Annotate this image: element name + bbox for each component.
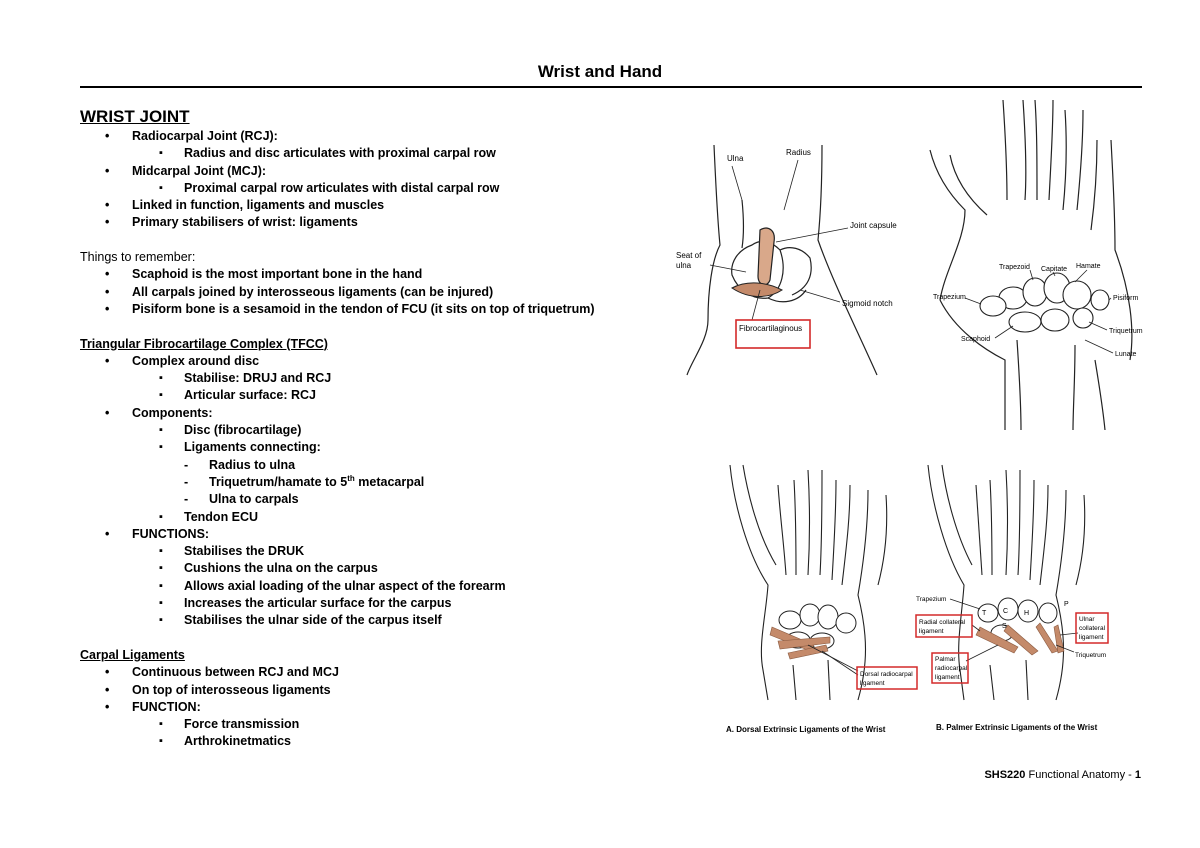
- wrist-joint-heading: WRIST JOINT: [80, 107, 190, 126]
- palmar-label: Palmar: [935, 656, 956, 663]
- list-item: Tendon ECU: [80, 509, 680, 527]
- capitate-label: Capitate: [1041, 266, 1067, 273]
- list-item: Midcarpal Joint (MCJ):: [80, 163, 680, 181]
- list-item: Cushions the ulna on the carpus: [80, 560, 680, 578]
- tfcc-illustration: Ulna Radius Joint capsule Seat of ulna S…: [676, 144, 897, 376]
- carpal-ligaments-heading: Carpal Ligaments: [80, 647, 185, 662]
- title-divider: [80, 86, 1142, 88]
- list-item: Ulna to carpals: [80, 491, 680, 509]
- list-item: Stabilises the ulnar side of the carpus …: [80, 612, 680, 630]
- list-item: Radiocarpal Joint (RCJ):: [80, 128, 680, 146]
- scaphoid-label: Scaphoid: [961, 336, 990, 343]
- dorsal-radiocarpal-label-2: ligament: [860, 680, 885, 687]
- triquetrum-label: Triquetrum: [1109, 328, 1143, 335]
- ulnar-ligament-label: ligament: [1079, 634, 1104, 641]
- extrinsic-ligaments-figure: Trapezium T C H S P Dorsal radiocarpal l…: [718, 455, 1128, 740]
- radial-collateral-label: Radial collateral: [919, 619, 966, 626]
- list-item: Stabilises the DRUK: [80, 543, 680, 561]
- fibrocartilaginous-label: Fibrocartilaginous: [739, 324, 802, 333]
- list-item: All carpals joined by interosseous ligam…: [80, 284, 680, 302]
- list-item: Pisiform bone is a sesamoid in the tendo…: [80, 301, 680, 319]
- notes-column: WRIST JOINT Radiocarpal Joint (RCJ): Rad…: [80, 106, 680, 751]
- bone-h-label: H: [1024, 610, 1029, 617]
- list-item: Increases the articular surface for the …: [80, 595, 680, 613]
- things-to-remember-heading: Things to remember:: [80, 250, 196, 265]
- hamate-label: Hamate: [1076, 263, 1101, 270]
- list-item: Proximal carpal row articulates with dis…: [80, 180, 680, 198]
- radius-label: Radius: [786, 148, 811, 157]
- carpal-bones-illustration: Trapezoid Capitate Hamate Trapezium Pisi…: [929, 100, 1143, 430]
- bone-s-label: S: [1002, 623, 1007, 630]
- radial-collateral-box: [915, 614, 973, 638]
- tfcc-heading: Triangular Fibrocartilage Complex (TFCC): [80, 336, 328, 351]
- list-item: Force transmission: [80, 716, 680, 734]
- list-item: Complex around disc: [80, 353, 680, 371]
- list-item: Disc (fibrocartilage): [80, 422, 680, 440]
- course-code: SHS220: [984, 769, 1026, 781]
- ulnar-collateral-label: collateral: [1079, 625, 1106, 632]
- page-footer: SHS220 Functional Anatomy - 1: [984, 769, 1141, 781]
- list-item: Triquetrum/hamate to 5th metacarpal: [80, 474, 680, 492]
- dorsal-radiocarpal-box: [856, 666, 918, 690]
- ulna-label: Ulna: [727, 154, 744, 163]
- list-item: Linked in function, ligaments and muscle…: [80, 197, 680, 215]
- lunate-label: Lunate: [1115, 351, 1137, 358]
- palmar-radiocarpal-box: [931, 652, 969, 684]
- joint-capsule-label: Joint capsule: [850, 221, 897, 230]
- extrinsic-ligaments-illustration: Trapezium T C H S P Dorsal radiocarpal l…: [726, 464, 1109, 734]
- fibrocartilaginous-disc-box: [735, 319, 811, 349]
- trapezium-label: Trapezium: [933, 294, 966, 301]
- list-item: FUNCTIONS:: [80, 526, 680, 544]
- tfcc-figure: Ulna Radius Joint capsule Seat of ulna S…: [672, 130, 912, 380]
- trapezoid-label: Trapezoid: [999, 264, 1030, 271]
- dorsal-radiocarpal-label: Dorsal radiocarpal: [860, 671, 913, 678]
- radial-collateral-label-2: ligament: [919, 628, 944, 635]
- bone-p-label: P: [1064, 601, 1069, 608]
- carpal-bones-figure: Trapezoid Capitate Hamate Trapezium Pisi…: [925, 100, 1155, 430]
- palmar-radiocarpal-label: radiocarpal: [935, 665, 968, 672]
- triquetrum-label: Triquetrum: [1075, 652, 1106, 659]
- list-item: Articular surface: RCJ: [80, 387, 680, 405]
- list-item: Stabilise: DRUJ and RCJ: [80, 370, 680, 388]
- seat-of-ulna-label-2: ulna: [676, 261, 692, 270]
- bone-c-label: C: [1003, 608, 1008, 615]
- list-item: Radius to ulna: [80, 457, 680, 475]
- list-item: Scaphoid is the most important bone in t…: [80, 266, 680, 284]
- list-item: Continuous between RCJ and MCJ: [80, 664, 680, 682]
- list-item: Components:: [80, 405, 680, 423]
- list-item: Allows axial loading of the ulnar aspect…: [80, 578, 680, 596]
- bone-t-label: T: [982, 610, 987, 617]
- palmar-ligament-label: ligament: [935, 674, 960, 681]
- list-item: On top of interosseous ligaments: [80, 682, 680, 700]
- page-number: 1: [1134, 769, 1141, 781]
- list-item: Ligaments connecting:: [80, 439, 680, 457]
- list-item: Arthrokinetmatics: [80, 733, 680, 751]
- trapezium-label: Trapezium: [916, 596, 946, 603]
- ulnar-collateral-box: [1075, 612, 1109, 644]
- caption-palmer: B. Palmer Extrinsic Ligaments of the Wri…: [936, 723, 1098, 732]
- sigmoid-notch-label: Sigmoid notch: [842, 299, 893, 308]
- page-title: Wrist and Hand: [537, 62, 663, 81]
- list-item: FUNCTION:: [80, 699, 680, 717]
- ulnar-label: Ulnar: [1079, 616, 1095, 623]
- caption-dorsal: A. Dorsal Extrinsic Ligaments of the Wri…: [726, 725, 886, 734]
- seat-of-ulna-label: Seat of: [676, 251, 702, 260]
- list-item: Radius and disc articulates with proxima…: [80, 145, 680, 163]
- list-item: Primary stabilisers of wrist: ligaments: [80, 214, 680, 232]
- footer-text: Functional Anatomy -: [1025, 769, 1135, 781]
- pisiform-label: Pisiform: [1113, 295, 1138, 302]
